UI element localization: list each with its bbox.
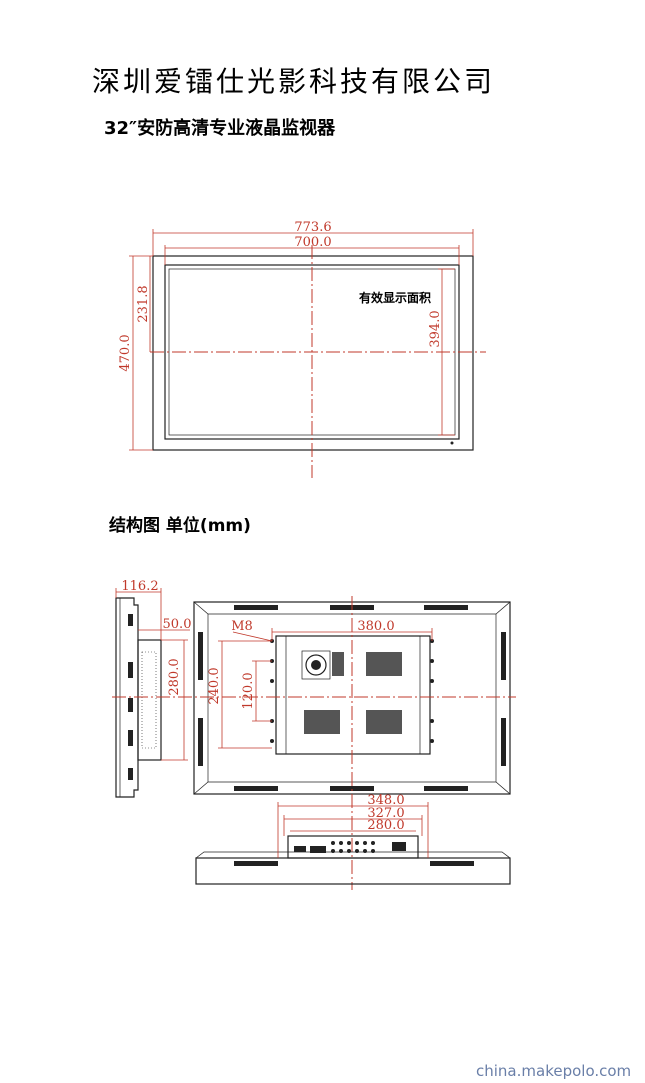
io-ports bbox=[294, 841, 406, 853]
dim-total-width: 773.6 bbox=[294, 220, 331, 235]
dim-total-height: 470.0 bbox=[118, 334, 133, 371]
side-mount-block bbox=[137, 639, 162, 761]
front-view: 773.6 700.0 470.0 231.8 394.0 有效显示面积 bbox=[118, 220, 486, 478]
bottom-view: 348.0 327.0 280.0 bbox=[195, 793, 511, 885]
company-name: 深圳爱镭仕光影科技有限公司 bbox=[92, 65, 496, 98]
dim-stand-depth: 50.0 bbox=[163, 617, 192, 632]
dim-screen-width: 700.0 bbox=[294, 235, 331, 250]
dim-bottom-w2: 327.0 bbox=[367, 806, 404, 821]
side-vents bbox=[128, 614, 157, 780]
mount-plate bbox=[275, 635, 431, 755]
dim-bottom-w1: 348.0 bbox=[367, 793, 404, 808]
io-panel bbox=[287, 835, 419, 859]
dim-bottom-w3: 280.0 bbox=[367, 818, 404, 833]
mount-holes bbox=[270, 639, 434, 743]
back-view: M8 380.0 240.0 120.0 bbox=[112, 596, 516, 890]
back-vents bbox=[198, 605, 506, 791]
dim-bolt: M8 bbox=[231, 619, 253, 634]
product-title: 32″安防高清专业液晶监视器 bbox=[104, 118, 336, 139]
effective-area-label: 有效显示面积 bbox=[359, 290, 431, 305]
bottom-vents bbox=[234, 861, 474, 866]
dim-side-mount: 280.0 bbox=[167, 658, 182, 695]
dim-depth: 116.2 bbox=[121, 579, 158, 594]
dim-mount-width: 380.0 bbox=[357, 619, 394, 634]
side-view: 116.2 50.0 280.0 bbox=[115, 579, 192, 798]
front-bezel bbox=[152, 255, 474, 451]
dim-mount-inner: 120.0 bbox=[241, 672, 256, 709]
dim-half-height: 231.8 bbox=[136, 285, 151, 322]
dim-screen-height: 394.0 bbox=[428, 310, 443, 347]
dim-mount-height: 240.0 bbox=[207, 667, 222, 704]
structure-caption: 结构图 单位(mm) bbox=[109, 516, 251, 536]
power-led bbox=[450, 441, 454, 445]
plate-grilles bbox=[304, 652, 402, 734]
watermark: china.makepolo.com bbox=[476, 1062, 632, 1080]
side-body bbox=[115, 597, 139, 798]
fan-icon bbox=[305, 654, 327, 676]
